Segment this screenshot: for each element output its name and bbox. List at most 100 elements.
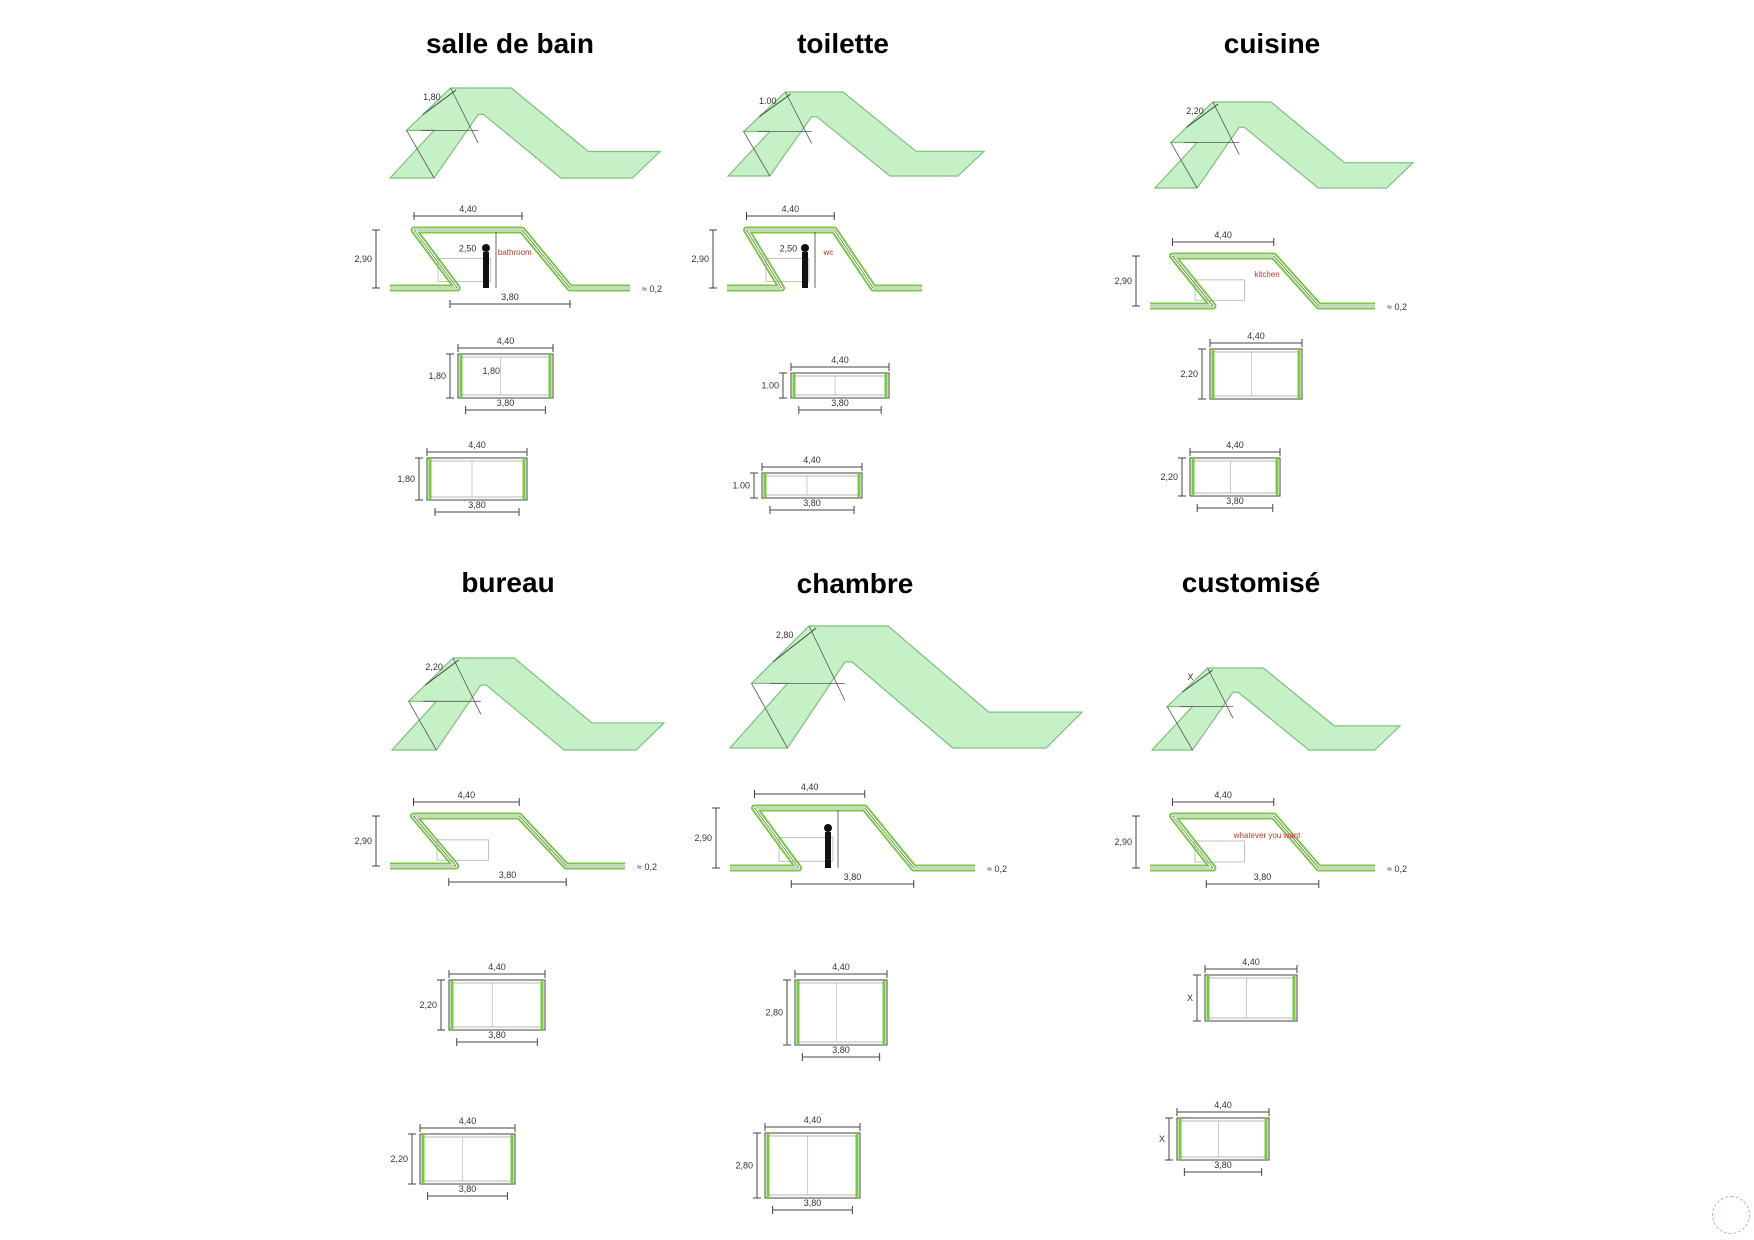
section-shell-outline (390, 815, 625, 867)
section-width-dim: 4,40 (801, 782, 819, 792)
ribbon-fold-line (1166, 706, 1193, 751)
section-shell-outline (1150, 255, 1375, 307)
plan-2-customise (1176, 1117, 1270, 1161)
ribbon-fold-line (450, 87, 479, 144)
plan-2-salle-de-bain-base-dim: 3,80 (468, 500, 486, 510)
section-thickness-dim: ≈ 0,2 (637, 862, 657, 872)
plan-1-bureau-depth-dim: 2,20 (419, 1000, 437, 1010)
section-inner-height: 2,50 (780, 244, 798, 254)
plan-1-customise-width-dim: 4,40 (1242, 957, 1260, 967)
section-furniture (765, 257, 810, 282)
title-salle-de-bain: salle de bain (425, 28, 595, 59)
section-height-dim: 2,90 (691, 254, 709, 264)
section-width-dim: 4,40 (458, 790, 476, 800)
plan-1-customise-depth-dim: X (1187, 993, 1193, 1003)
plan-2-cuisine-depth-dim: 2,20 (1160, 472, 1178, 482)
section-height-dim: 2,90 (354, 836, 372, 846)
section-shell-bureau (390, 812, 625, 870)
plan-2-toilette-depth-dim: 1.00 (732, 481, 750, 491)
section-thickness-dim: ≈ 0,2 (987, 864, 1007, 874)
plan-2-chambre-width-dim: 4,40 (804, 1115, 822, 1125)
section-furniture (436, 839, 490, 861)
section-base-dim: 3,80 (501, 292, 519, 302)
plan-1-chambre-base-dim: 3,80 (832, 1045, 850, 1055)
section-base-dim: 3,80 (1254, 872, 1272, 882)
ribbon-width-label: 1,80 (423, 92, 441, 102)
room-label: bathroom (498, 248, 532, 257)
plan-2-customise-base-dim: 3,80 (1214, 1160, 1232, 1170)
ribbon-fold-line (452, 657, 482, 715)
room-label: wc (823, 248, 834, 257)
section-width-dim: 4,40 (459, 204, 477, 214)
section-shell-inner (390, 228, 630, 290)
ribbon-width-dim (759, 93, 791, 118)
person-figure-icon (824, 824, 832, 832)
section-height-dim: 2,90 (354, 254, 372, 264)
ribbon-fold-line (751, 683, 788, 749)
ribbon-width-label: 2,20 (425, 662, 443, 672)
plan-2-bureau-depth-dim: 2,20 (390, 1154, 408, 1164)
section-shell-outline (390, 229, 630, 289)
plan-1-toilette-width-dim: 4,40 (831, 355, 849, 365)
section-furniture (778, 837, 834, 862)
ribbon-fold-line (743, 131, 771, 177)
plan-1-bureau-base-dim: 3,80 (488, 1030, 506, 1040)
section-width-dim: 4,40 (1214, 790, 1232, 800)
section-furniture (1194, 840, 1245, 863)
section-height-dim: 2,90 (1114, 837, 1132, 847)
plan-2-cuisine (1189, 457, 1281, 497)
plan-2-salle-de-bain-width-dim: 4,40 (468, 440, 486, 450)
section-shell-inner (1150, 814, 1375, 870)
section-width-dim: 4,40 (782, 204, 800, 214)
title-customise: customisé (1181, 567, 1321, 598)
plan-2-bureau-base-dim: 3,80 (459, 1184, 477, 1194)
person-figure-icon (483, 252, 489, 288)
plan-1-salle-de-bain-depth-dim: 1,80 (428, 371, 446, 381)
section-shell-chambre (730, 804, 975, 872)
plan-1-cuisine (1209, 348, 1303, 400)
ribbon-width-label: 1.00 (759, 96, 777, 106)
plan-2-customise-depth-dim: X (1159, 1134, 1165, 1144)
title-toilette: toilette (797, 28, 889, 59)
person-figure-icon (801, 244, 809, 252)
ribbon-fold-line (408, 701, 437, 751)
room-label: whatever you want (1233, 831, 1301, 840)
ribbon-fold-line (406, 130, 435, 179)
ribbon-width-label: 2,80 (776, 630, 794, 640)
plan-2-chambre (764, 1132, 861, 1199)
section-base-dim: 3,80 (844, 872, 862, 882)
plan-2-chambre-base-dim: 3,80 (804, 1198, 822, 1208)
plan-1-bureau-width-dim: 4,40 (488, 962, 506, 972)
room-label: kitchen (1254, 270, 1279, 279)
plan-1-chambre-depth-dim: 2,80 (765, 1008, 783, 1018)
plan-1-salle-de-bain-base-dim: 3,80 (497, 398, 515, 408)
section-shell-inner (1150, 254, 1375, 308)
ribbon-fold-line (1212, 101, 1240, 155)
ribbon-width-label: 2,20 (1186, 106, 1204, 116)
ribbon-fold-line (1207, 667, 1234, 719)
title-chambre: chambre (796, 568, 914, 599)
ribbon-width-dim (425, 659, 459, 686)
plan-2-bureau (419, 1133, 516, 1185)
section-height-dim: 2,90 (1114, 276, 1132, 286)
plan-1-bureau (448, 979, 546, 1031)
section-shell-toilette (727, 226, 922, 292)
ribbon-width-dim (1186, 103, 1219, 128)
plan-2-salle-de-bain-depth-dim: 1,80 (397, 474, 415, 484)
section-shell-outline (727, 229, 922, 289)
section-furniture (437, 257, 492, 282)
plan-2-toilette-base-dim: 3,80 (803, 498, 821, 508)
section-inner-height: 2,50 (459, 244, 477, 254)
plan-2-toilette-width-dim: 4,40 (803, 455, 821, 465)
plan-1-chambre (794, 979, 888, 1046)
ribbon-width-label: X (1187, 672, 1193, 682)
ribbon-width-dim (772, 627, 817, 663)
ribbon-width-dim (1182, 669, 1214, 693)
section-shell-inner (390, 814, 625, 868)
person-figure-icon (482, 244, 490, 252)
person-figure-icon (802, 252, 808, 288)
section-shell-outline (730, 807, 975, 869)
section-shell-salle_de_bain (390, 226, 630, 292)
section-shell-inner (727, 228, 922, 290)
